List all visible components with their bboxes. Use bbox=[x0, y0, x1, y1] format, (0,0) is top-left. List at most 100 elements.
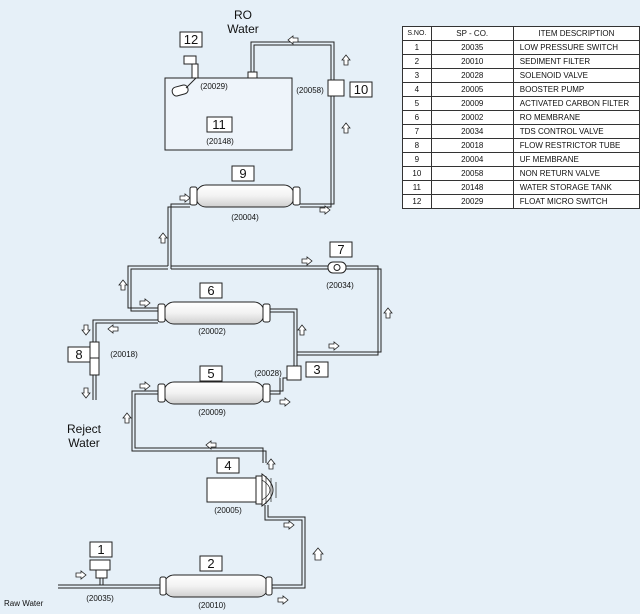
arrow-up bbox=[266, 458, 276, 470]
legend-cell-sno: 8 bbox=[402, 138, 432, 153]
number-box-10 bbox=[349, 81, 373, 98]
arrow-right bbox=[179, 193, 191, 203]
ro-membrane bbox=[157, 301, 271, 325]
arrow-up bbox=[122, 412, 132, 424]
float-micro-switch bbox=[171, 55, 199, 97]
arrow-right bbox=[277, 595, 289, 605]
legend-cell-spco: 20005 bbox=[430, 82, 514, 97]
legend-cell-sno: 2 bbox=[402, 54, 432, 69]
arrow-left bbox=[107, 324, 119, 334]
legend-cell-spco: 20010 bbox=[430, 54, 514, 69]
legend-cell-sno: 1 bbox=[402, 40, 432, 55]
legend-cell-desc: RO MEMBRANE bbox=[512, 110, 640, 125]
code-6: (20002) bbox=[198, 327, 226, 336]
legend-cell-sno: 12 bbox=[402, 194, 432, 209]
arrow-right bbox=[279, 397, 291, 407]
legend-cell-desc: WATER STORAGE TANK bbox=[512, 180, 640, 195]
number-box-6 bbox=[199, 282, 223, 299]
legend-cell-desc: SOLENOID VALVE bbox=[512, 68, 640, 83]
legend-cell-sno: 9 bbox=[402, 152, 432, 167]
pipes bbox=[58, 41, 382, 589]
ro-water-label-line1: RO bbox=[234, 8, 252, 22]
reject-water-label-line2: Water bbox=[68, 436, 100, 450]
legend-header-sno: S.NO. bbox=[402, 26, 432, 41]
code-4: (20005) bbox=[214, 506, 242, 515]
legend-cell-spco: 20035 bbox=[430, 40, 514, 55]
number-box-1 bbox=[89, 541, 113, 558]
arrow-right bbox=[75, 570, 87, 580]
tds-control-valve bbox=[327, 261, 347, 274]
number-box-11 bbox=[206, 116, 233, 133]
legend-cell-spco: 20004 bbox=[430, 152, 514, 167]
arrow-up bbox=[383, 307, 393, 319]
code-1: (20035) bbox=[86, 594, 114, 603]
code-2: (20010) bbox=[198, 601, 226, 610]
legend-header-desc: ITEM DESCRIPTION bbox=[512, 26, 640, 41]
arrow-right bbox=[139, 298, 151, 308]
code-3: (20028) bbox=[254, 369, 282, 378]
legend-cell-desc: FLOAT MICRO SWITCH bbox=[512, 194, 640, 209]
legend-cell-desc: LOW PRESSURE SWITCH bbox=[512, 40, 640, 55]
number-box-5 bbox=[199, 365, 223, 382]
num-7: 7 bbox=[337, 242, 344, 257]
arrow-down bbox=[81, 324, 91, 336]
number-box-8 bbox=[67, 346, 91, 363]
legend-cell-sno: 5 bbox=[402, 96, 432, 111]
num-11: 11 bbox=[212, 117, 226, 132]
flow-arrows bbox=[75, 35, 393, 605]
num-8: 8 bbox=[75, 347, 82, 362]
code-11: (20148) bbox=[206, 137, 234, 146]
legend-cell-sno: 3 bbox=[402, 68, 432, 83]
legend-cell-sno: 7 bbox=[402, 124, 432, 139]
text-labels: 1 2 3 4 5 6 7 8 9 10 11 12 (20035) (2001… bbox=[4, 8, 368, 610]
components bbox=[89, 55, 347, 598]
legend-cell-spco: 20002 bbox=[430, 110, 514, 125]
num-2: 2 bbox=[207, 556, 214, 571]
num-10: 10 bbox=[354, 82, 368, 97]
num-3: 3 bbox=[313, 362, 320, 377]
num-12: 12 bbox=[184, 32, 198, 47]
legend-cell-sno: 11 bbox=[402, 180, 432, 195]
uf-membrane bbox=[189, 184, 301, 208]
arrow-up bbox=[341, 54, 351, 66]
legend-cell-desc: SEDIMENT FILTER bbox=[512, 54, 640, 69]
code-10: (20058) bbox=[296, 86, 324, 95]
legend-cell-spco: 20028 bbox=[430, 68, 514, 83]
legend-cell-desc: UF MEMBRANE bbox=[512, 152, 640, 167]
low-pressure-switch bbox=[89, 559, 111, 579]
non-return-valve bbox=[327, 79, 345, 97]
num-6: 6 bbox=[207, 283, 214, 298]
arrow-right bbox=[139, 381, 151, 391]
booster-pump bbox=[206, 473, 277, 507]
solenoid-valve bbox=[286, 365, 302, 381]
legend-header-spco: SP - CO. bbox=[430, 26, 514, 41]
legend-cell-desc: FLOW RESTRICTOR TUBE bbox=[512, 138, 640, 153]
number-box-4 bbox=[216, 457, 240, 474]
legend-cell-spco: 20018 bbox=[430, 138, 514, 153]
code-8: (20018) bbox=[110, 350, 138, 359]
code-12: (20029) bbox=[200, 82, 228, 91]
legend-cell-spco: 20009 bbox=[430, 96, 514, 111]
number-box-12 bbox=[179, 31, 203, 48]
arrow-up bbox=[118, 279, 128, 291]
num-4: 4 bbox=[224, 458, 231, 473]
number-box-3 bbox=[305, 361, 329, 378]
legend-cell-spco: 20034 bbox=[430, 124, 514, 139]
flow-restrictor-tube bbox=[89, 341, 100, 376]
legend-cell-desc: NON RETURN VALVE bbox=[512, 166, 640, 181]
num-1: 1 bbox=[97, 542, 104, 557]
code-7: (20034) bbox=[326, 281, 354, 290]
reject-water-label-line1: Reject bbox=[67, 422, 102, 436]
